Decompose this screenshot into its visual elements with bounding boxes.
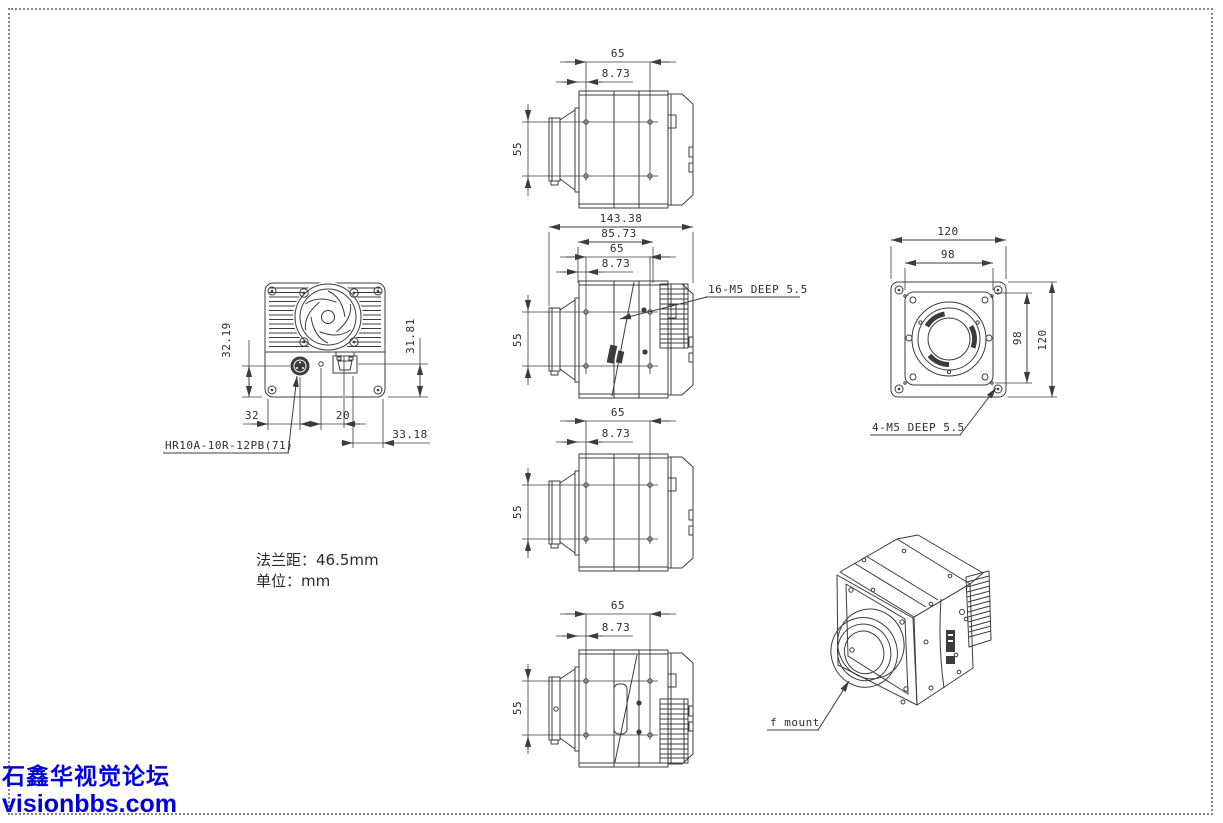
iso-lens-mount: [830, 608, 905, 688]
dim-hole-spacing: 65: [611, 599, 625, 612]
dim-hole-height: 55: [511, 701, 524, 715]
isometric-view: f mount: [767, 534, 992, 731]
iso-side-details: [923, 598, 969, 691]
dim-hole-width: 98: [941, 248, 955, 261]
dim-hole-offset: 8.73: [602, 257, 631, 270]
side-view-lower: 65 8.73 55: [511, 406, 694, 572]
dim-hole-offset: 8.73: [602, 427, 631, 440]
callout-16-m5: 16-M5 DEEP 5.5: [708, 283, 808, 296]
dim-hole-height: 55: [511, 142, 524, 156]
callout-hr10a: HR10A-10R-12PB(71): [165, 439, 293, 452]
dim-total-length: 143.38: [600, 212, 643, 225]
fan-blades: [304, 290, 352, 344]
dim-hole-offset: 8.73: [602, 621, 631, 634]
dim-connector-x: 32: [245, 409, 259, 422]
iso-heatsink: [965, 570, 992, 648]
flange-distance-note: 法兰距：46.5mm: [256, 551, 379, 569]
dim-outer-width: 120: [937, 225, 958, 238]
drawing-notes: 法兰距：46.5mm 单位：mm: [256, 550, 379, 592]
rear-view: 32.19 31.81 32 20 33.18 HR10A-: [163, 282, 430, 454]
dim-rj45-height: 31.81: [404, 318, 417, 354]
dim-body-length: 85.73: [601, 227, 637, 240]
body-label-sticker: [606, 344, 625, 364]
dim-hole-height: 98: [1011, 331, 1024, 345]
front-view: 120 98 98 120 4-M5 DEEP 5.5: [870, 225, 1057, 436]
dim-spacing: 20: [336, 409, 350, 422]
side-view-bottom: 65 8.73 55: [511, 599, 694, 768]
fan-grille: [269, 282, 381, 352]
callout-4-m5: 4-M5 DEEP 5.5: [872, 421, 965, 434]
dim-hole-height: 55: [511, 505, 524, 519]
side-view-top: 65 8.73 55: [511, 47, 694, 209]
power-connector: [290, 356, 310, 376]
watermark-forum-name: 石鑫华视觉论坛: [2, 764, 170, 790]
unit-note: 单位：mm: [256, 572, 331, 590]
bayonet-tabs: [924, 311, 977, 367]
rj45-connector: [332, 351, 358, 428]
dim-rj45-x: 33.18: [392, 428, 428, 441]
dim-outer-height: 120: [1036, 329, 1049, 350]
dim-hole-spacing: 65: [611, 47, 625, 60]
side-view-middle: 143.38 85.73 65 8.73 55 16-M5 DEEP 5.5: [511, 212, 808, 399]
dim-hole-spacing: 65: [610, 242, 624, 255]
dim-hole-spacing: 65: [611, 406, 625, 419]
dim-connector-height: 32.19: [220, 322, 233, 358]
watermark-site-url: visionbbs.com: [2, 790, 178, 818]
dim-hole-offset: 8.73: [602, 67, 631, 80]
dim-hole-height: 55: [511, 333, 524, 347]
watermark: 石鑫华视觉论坛 visionbbs.com: [2, 764, 177, 818]
callout-f-mount: f mount: [770, 716, 820, 729]
